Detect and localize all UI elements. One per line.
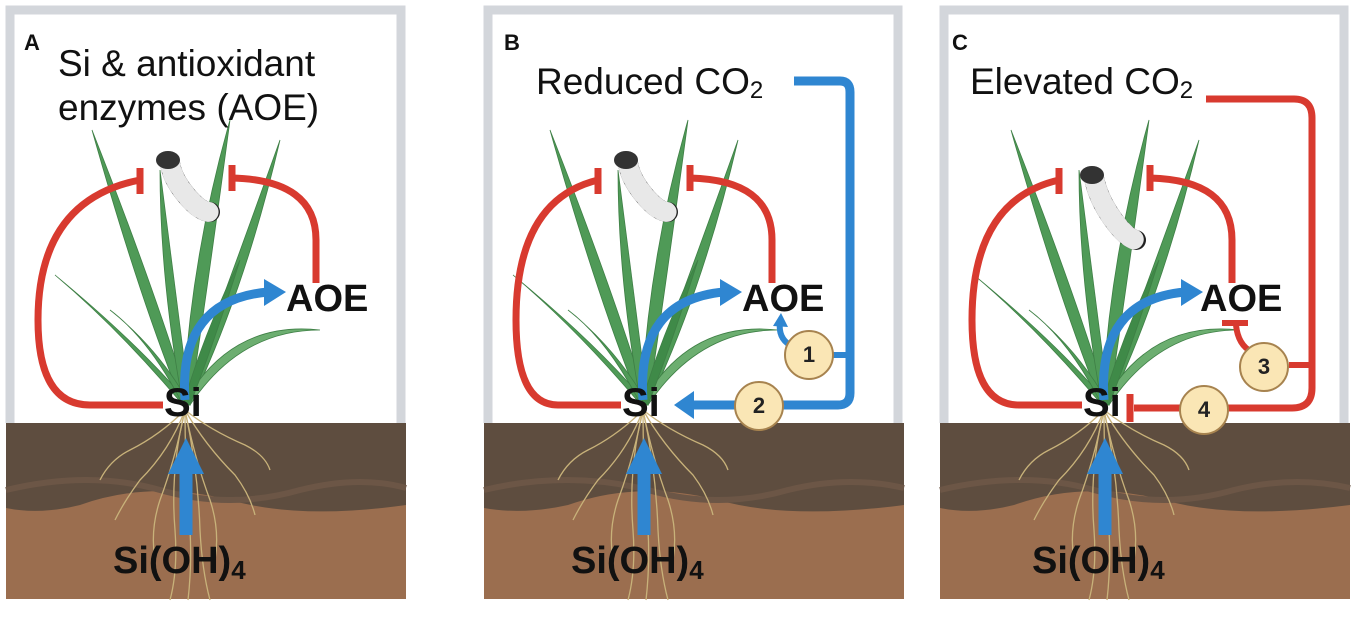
inhibition-arrow-aoe-herbivore: [1149, 174, 1236, 283]
arrow-head: [674, 391, 694, 419]
title-subscript: 2: [1179, 77, 1194, 104]
si-label: Si: [164, 381, 202, 425]
panel-c: C Elevated CO2 AOE Si Si(OH)4 3 4: [934, 0, 1358, 619]
silicic-acid-main: Si(OH): [1032, 540, 1151, 582]
si-label: Si: [622, 381, 660, 425]
title-main: Elevated CO: [970, 61, 1180, 102]
promotion-arrow-si-aoe: [179, 287, 269, 401]
promotion-arrow-si-aoe: [1098, 287, 1186, 401]
soil: [5, 423, 407, 599]
panel-letter: B: [504, 30, 520, 55]
silicic-acid-main: Si(OH): [571, 540, 690, 582]
arrow-head: [1181, 279, 1203, 306]
panel-letter: C: [952, 30, 968, 55]
title-subscript: 2: [749, 77, 764, 104]
promotion-arrow-si-aoe: [637, 287, 725, 401]
arrow-head: [264, 279, 286, 306]
caterpillar-icon: [156, 151, 220, 222]
inhibition-arrow-aoe-herbivore: [689, 174, 776, 283]
panel-frame: [5, 5, 406, 423]
panel-frame: [939, 5, 1349, 423]
inhibition-arrow-si-herbivore: [34, 176, 163, 409]
arrow-head: [626, 438, 662, 474]
silicic-acid-label: Si(OH)4: [113, 540, 246, 586]
soil: [483, 423, 905, 599]
silicic-acid-label: Si(OH)4: [571, 540, 704, 586]
title-main: Reduced CO: [536, 61, 750, 102]
silicic-acid-subscript: 4: [689, 555, 704, 585]
silicic-acid-label: Si(OH)4: [1032, 540, 1165, 586]
silicic-acid-subscript: 4: [231, 555, 246, 585]
panel-frame: [483, 5, 903, 423]
caterpillar-icon: [614, 151, 678, 222]
title-line-2: enzymes (AOE): [58, 87, 320, 128]
arrow-head: [168, 438, 204, 474]
panel-letter: A: [24, 30, 40, 55]
aoe-label: AOE: [286, 278, 369, 320]
silicic-acid-main: Si(OH): [113, 540, 232, 582]
inhibition-arrow-si-herbivore: [968, 176, 1082, 409]
co2-pathway-inhibition: [1134, 95, 1316, 412]
panel-b-graphic: [483, 5, 905, 601]
panel-title: Elevated CO2: [970, 60, 1193, 113]
panel-a: A Si & antioxidant enzymes (AOE) AOE Si …: [0, 0, 440, 619]
soil: [939, 423, 1351, 599]
inhibition-arrow-aoe-herbivore: [231, 174, 320, 283]
mechanism-badge-1: 1: [784, 330, 834, 380]
panel-c-graphic: [939, 5, 1351, 601]
aoe-label: AOE: [742, 278, 825, 320]
panel-title: Si & antioxidant enzymes (AOE): [58, 42, 319, 130]
arrow-head: [773, 313, 788, 327]
mechanism-badge-4: 4: [1179, 385, 1229, 435]
panel-title: Reduced CO2: [536, 60, 763, 113]
silicic-acid-subscript: 4: [1150, 555, 1165, 585]
co2-pathway-arrow: [688, 76, 855, 410]
arrow-head: [1087, 438, 1123, 474]
roots: [1018, 409, 1190, 601]
mechanism-badge-3: 3: [1239, 342, 1289, 392]
aoe-label: AOE: [1200, 278, 1283, 320]
arrow-head: [720, 279, 742, 306]
si-label: Si: [1083, 381, 1121, 425]
panel-b: B Reduced CO2 AOE Si Si(OH)4 1 2: [478, 0, 918, 619]
caterpillar-icon: [1080, 166, 1146, 250]
title-line-1: Si & antioxidant: [58, 43, 316, 84]
inhibition-arrow-si-herbivore: [512, 176, 621, 409]
mechanism-badge-2: 2: [734, 381, 784, 431]
panel-a-graphic: [5, 5, 407, 601]
